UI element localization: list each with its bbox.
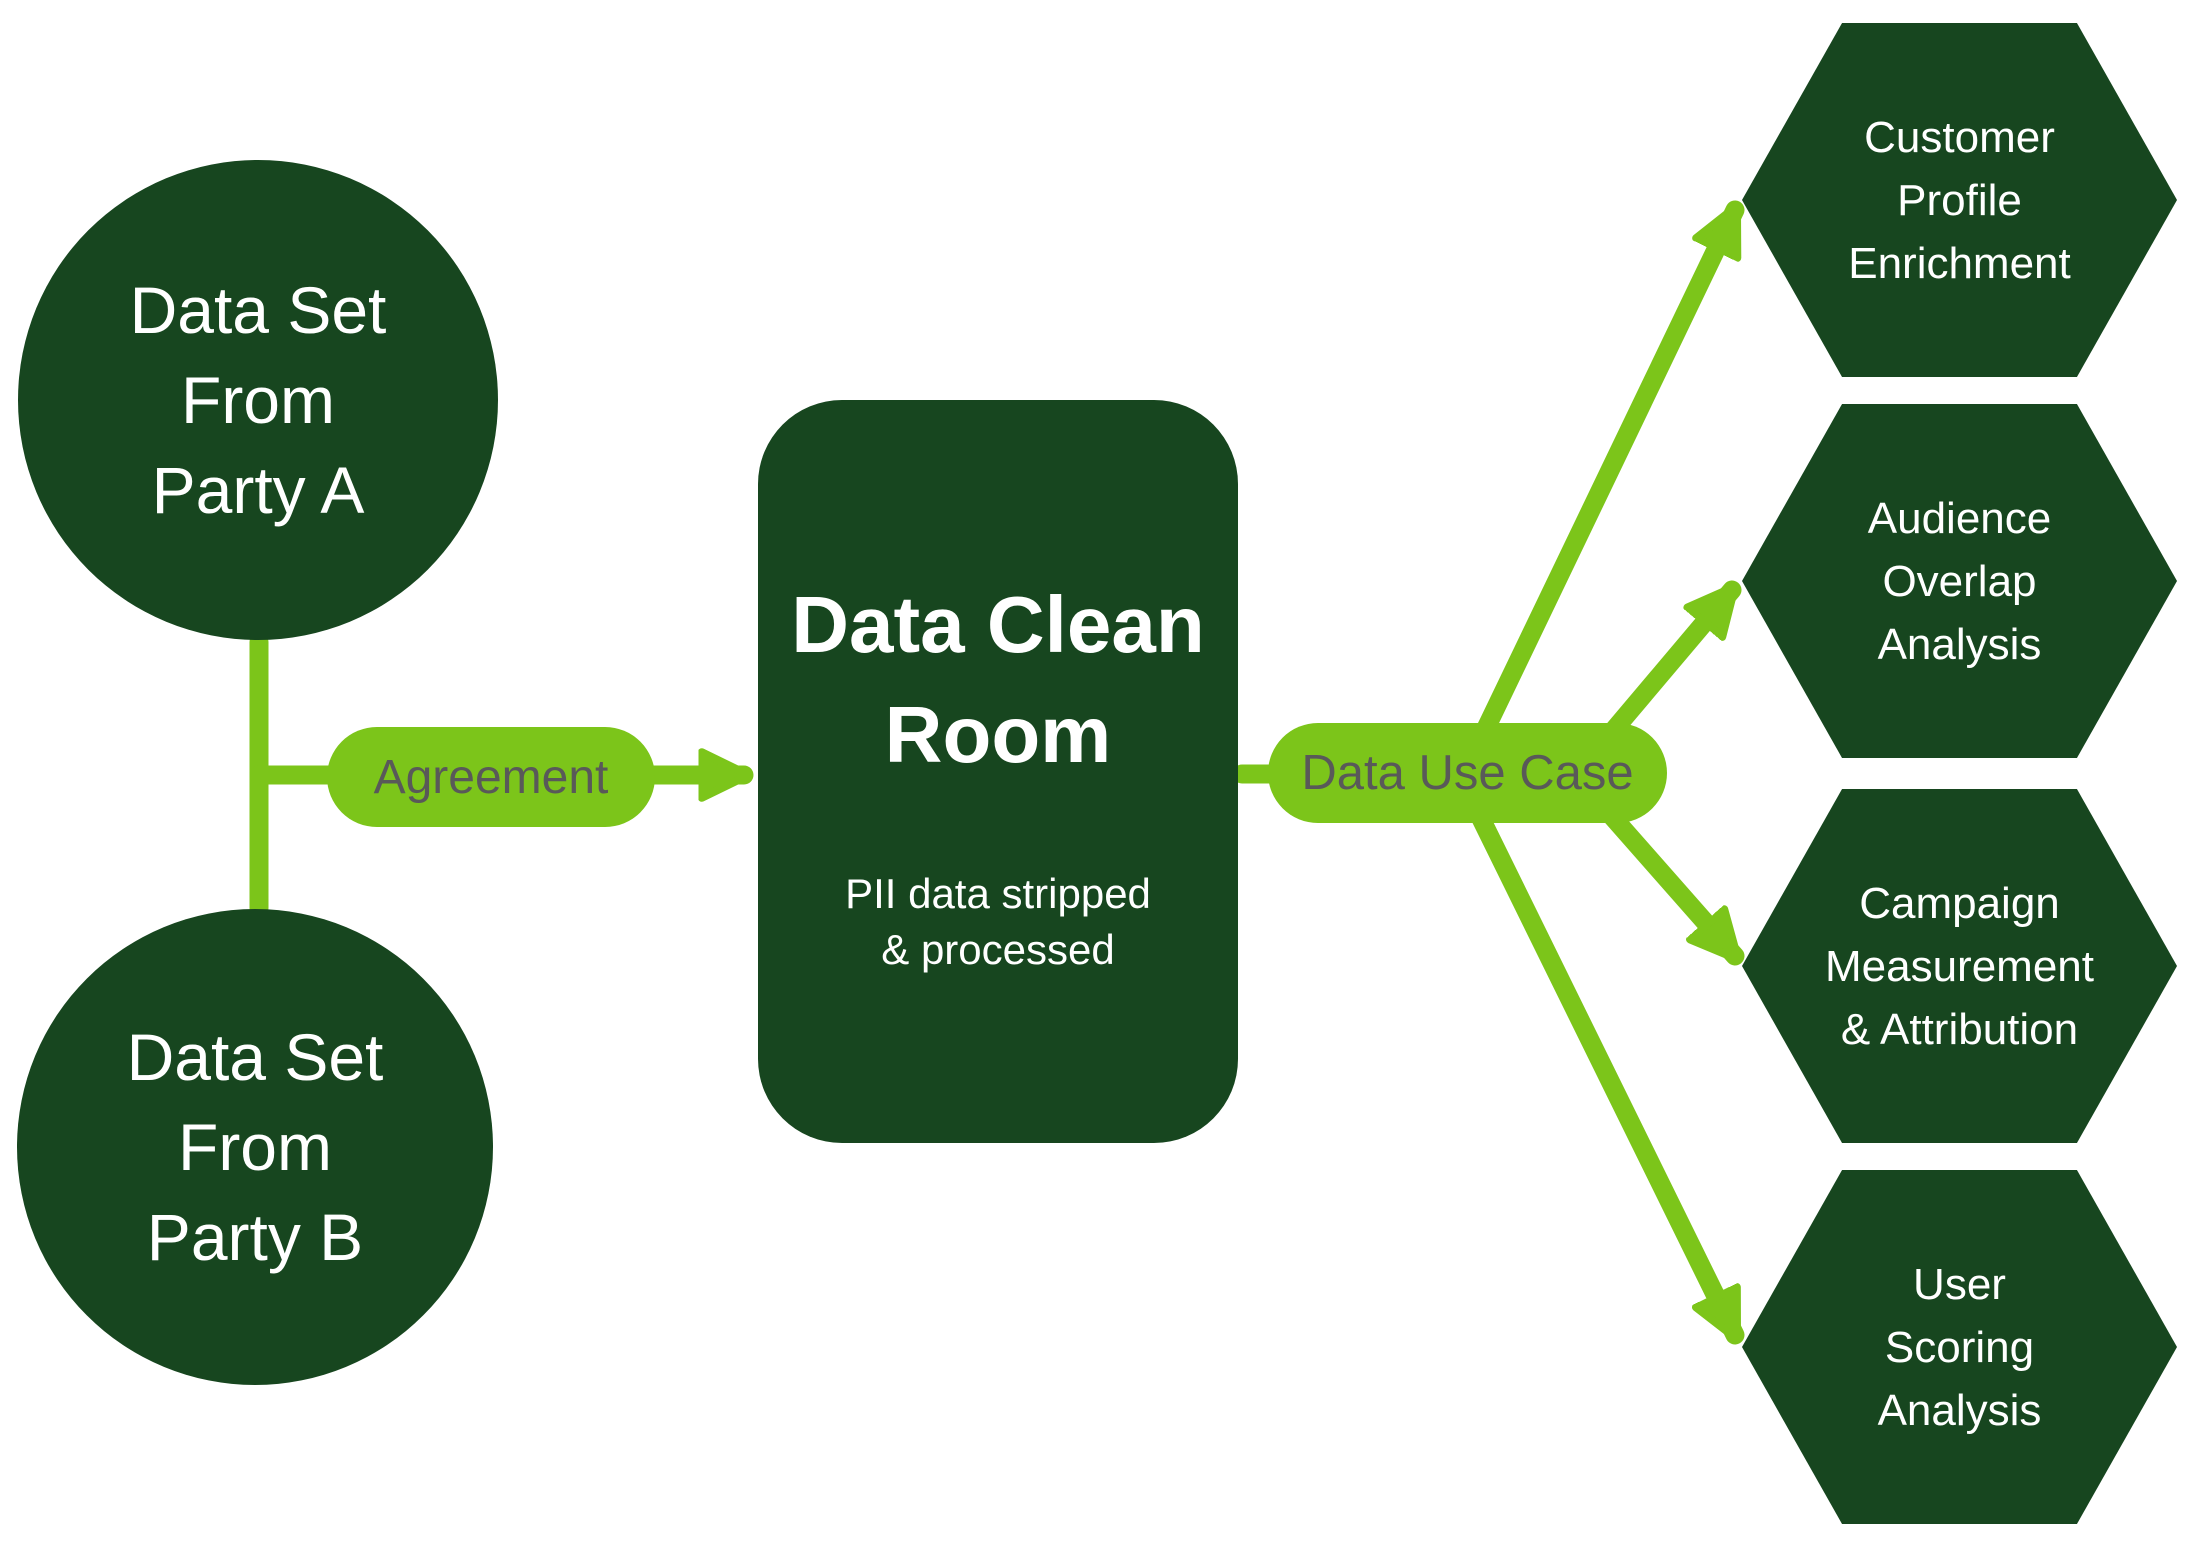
- party-a-line-3: Party A: [151, 453, 365, 527]
- data-clean-room-title: Data Clean Room: [758, 570, 1238, 790]
- hex3-line-3: & Attribution: [1840, 1004, 2079, 1054]
- party-a-line-1: Data Set: [129, 273, 387, 347]
- hex3-line-2: Measurement: [1824, 941, 2094, 991]
- party-b-line-3: Party B: [146, 1200, 364, 1274]
- data-use-case-pill: Data Use Case: [1268, 723, 1667, 823]
- party-b-line-2: From: [178, 1110, 332, 1184]
- room-title-line-2: Room: [884, 690, 1112, 779]
- data-use-case-label: Data Use Case: [1301, 746, 1634, 800]
- use-case-user-scoring-analysis: User Scoring Analysis: [1742, 1170, 2177, 1524]
- use-case-audience-overlap-analysis: Audience Overlap Analysis: [1742, 404, 2177, 758]
- agreement-label: Agreement: [373, 750, 609, 804]
- hex4-line-2: Scoring: [1884, 1322, 2035, 1372]
- use-case-campaign-measurement-attribution: Campaign Measurement & Attribution: [1742, 789, 2177, 1143]
- hex4-line-3: Analysis: [1877, 1385, 2042, 1435]
- hex1-line-1: Customer: [1864, 112, 2055, 162]
- party-b-line-1: Data Set: [126, 1020, 384, 1094]
- room-subtitle-line-2: & processed: [881, 926, 1115, 973]
- hex1-line-3: Enrichment: [1848, 238, 2071, 288]
- hex4-line-1: User: [1913, 1259, 2006, 1309]
- room-title-line-1: Data Clean: [791, 580, 1205, 669]
- hex1-line-2: Profile: [1897, 175, 2022, 225]
- party-a-line-2: From: [181, 363, 335, 437]
- arrow-to-user-scoring-analysis: [1452, 770, 1745, 1345]
- data-clean-room-node: Data Clean Room PII data stripped & proc…: [758, 400, 1238, 1143]
- party-a-node: Data Set From Party A: [18, 160, 498, 640]
- agreement-pill: Agreement: [327, 727, 655, 827]
- arrow-to-customer-profile-enrichment: [1455, 200, 1745, 782]
- hex3-line-1: Campaign: [1859, 878, 2060, 928]
- hex2-line-1: Audience: [1867, 493, 2052, 543]
- room-subtitle-line-1: PII data stripped: [845, 870, 1151, 917]
- hex2-line-3: Analysis: [1877, 619, 2042, 669]
- use-case-customer-profile-enrichment: Customer Profile Enrichment: [1742, 23, 2177, 377]
- hex2-line-2: Overlap: [1882, 556, 2037, 606]
- party-b-node: Data Set From Party B: [17, 909, 493, 1385]
- data-clean-room-subtitle: PII data stripped & processed: [758, 866, 1238, 978]
